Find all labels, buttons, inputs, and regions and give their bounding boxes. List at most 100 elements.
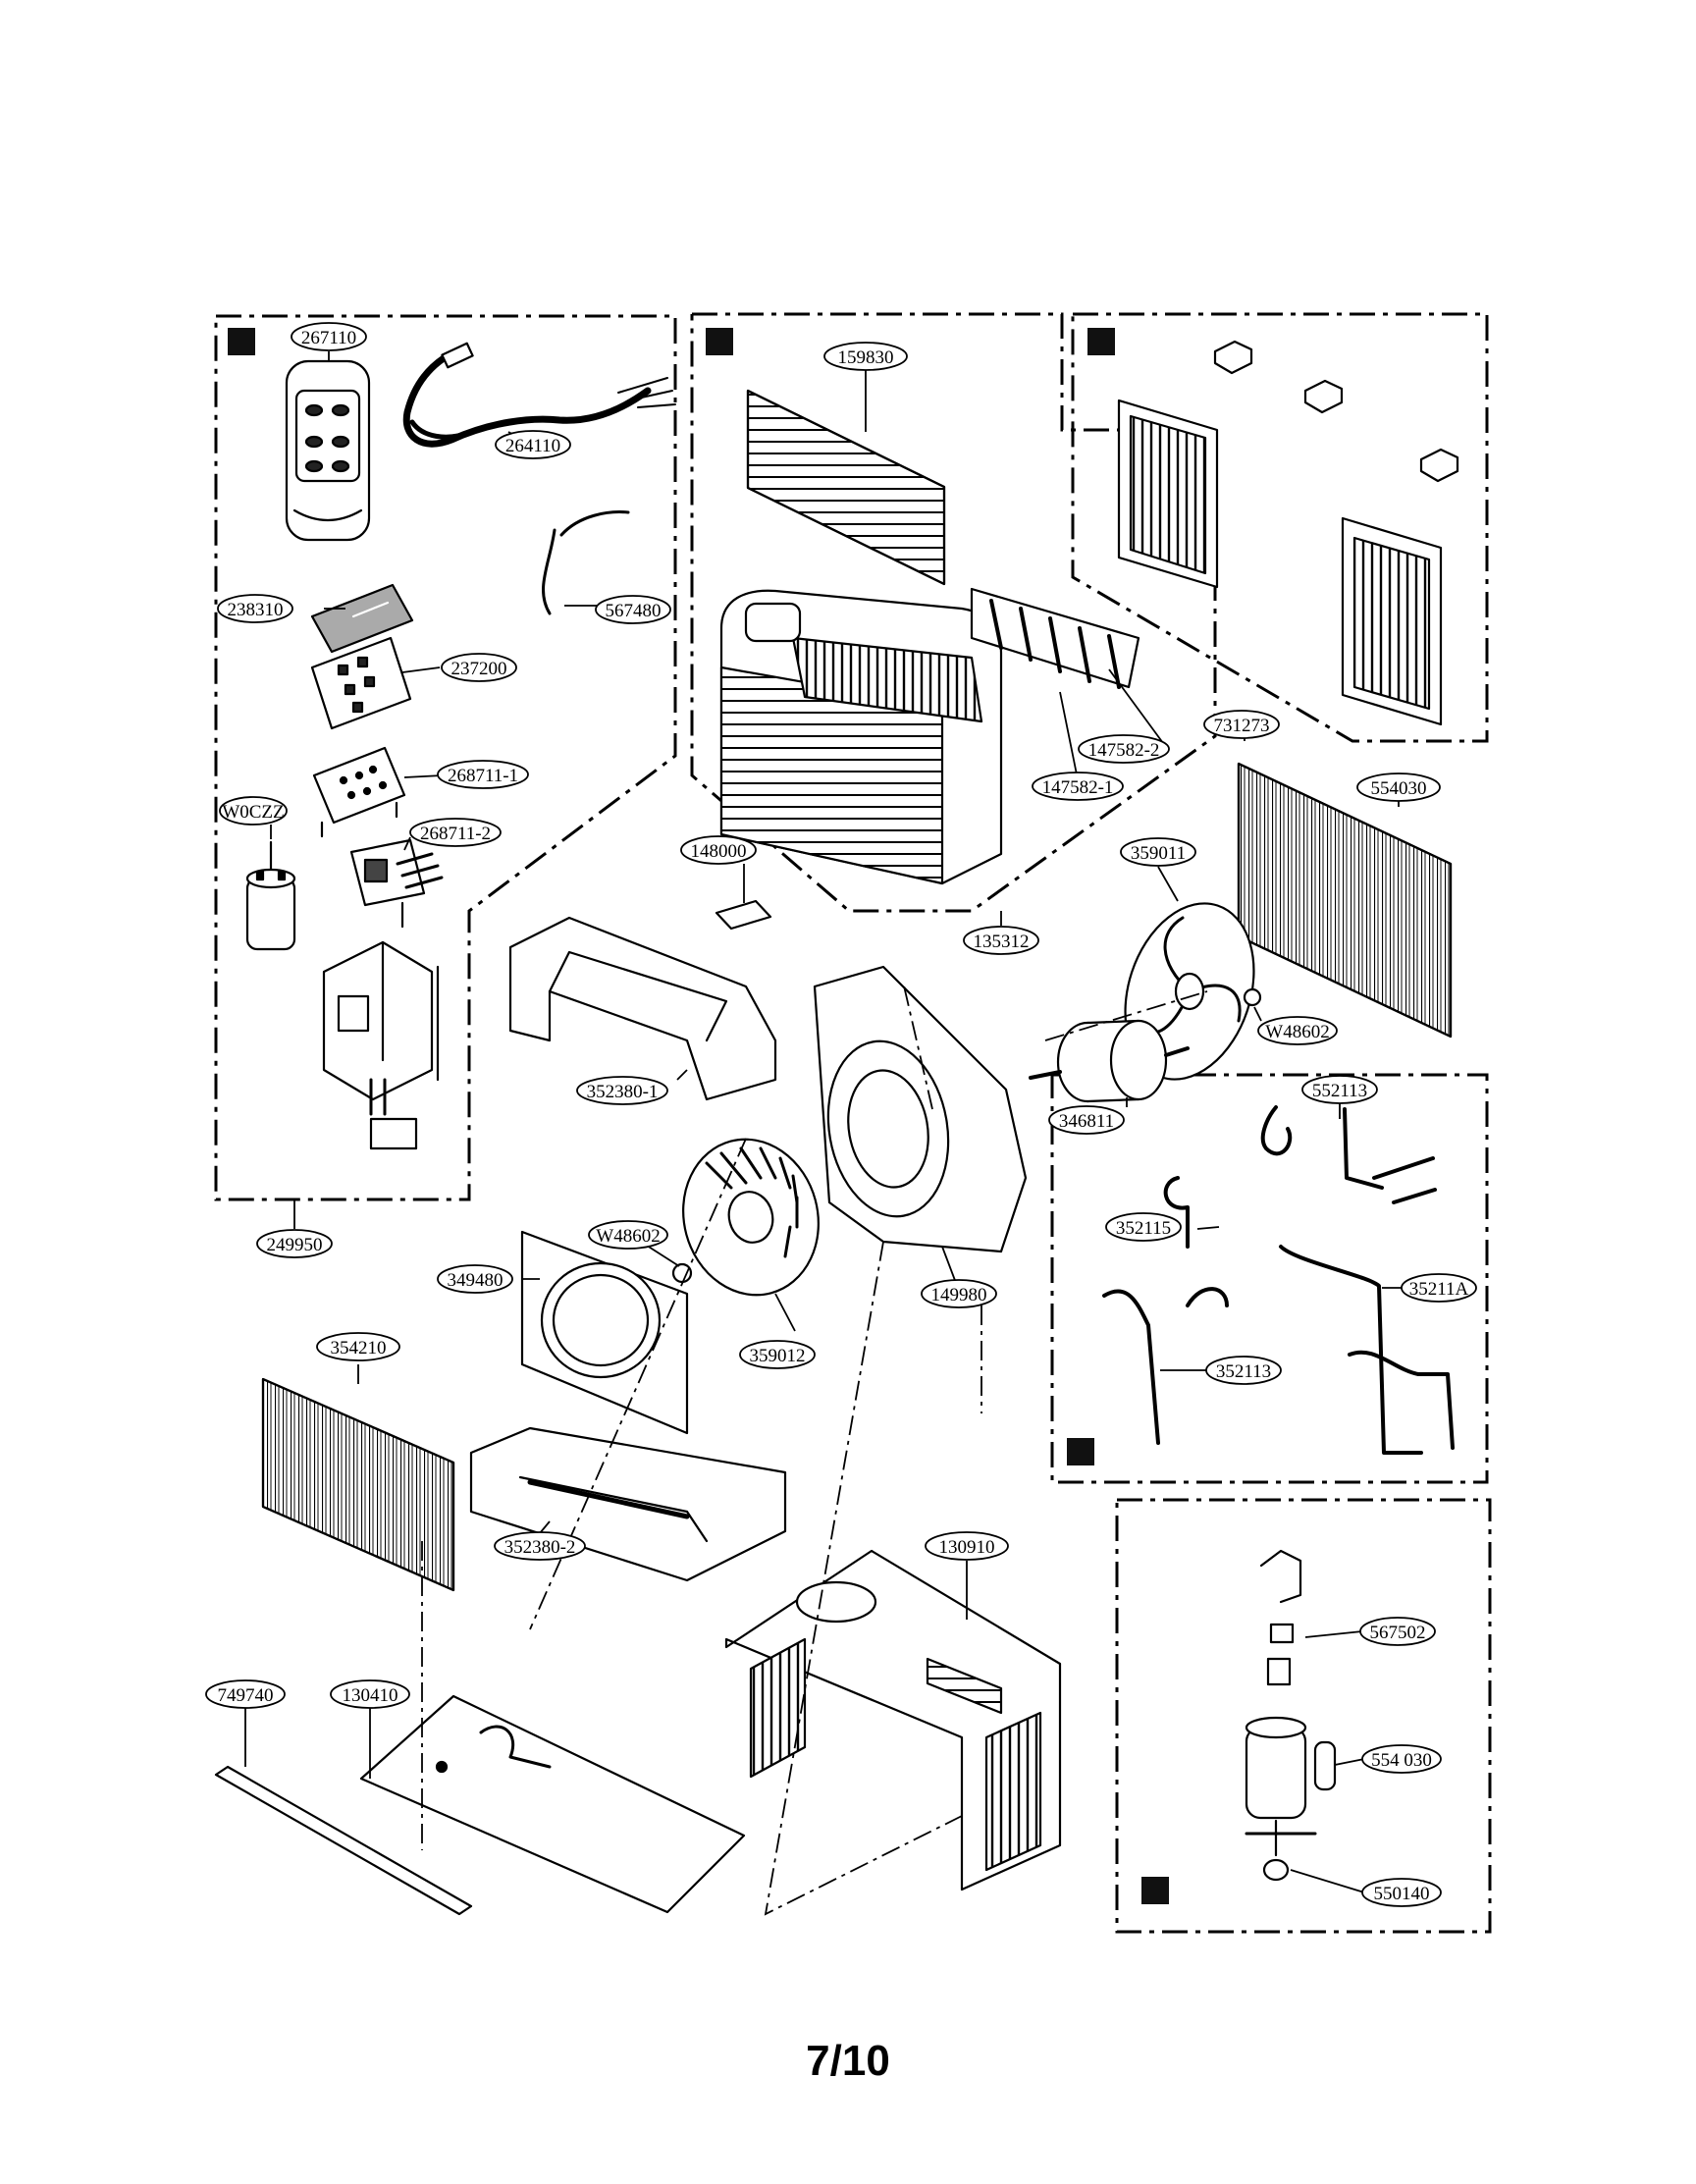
label-552113-a: 552113 [1312,1081,1367,1101]
label-354210: 354210 [331,1338,387,1358]
control-panel-bracket-icon [310,636,412,730]
callout-352115: 352115 [1105,1212,1182,1242]
label-130410: 130410 [343,1685,398,1706]
callout-159830: 159830 [823,342,908,371]
condenser-coil-icon [1237,762,1453,1039]
compressor-icon [1245,1549,1337,1882]
callout-W48602a: W48602 [1257,1016,1338,1045]
washer-icon [671,1262,693,1284]
callout-249950: 249950 [256,1229,333,1258]
label-352380-1: 352380-1 [587,1082,659,1102]
outer-cabinet-icon [724,1549,1062,1891]
callout-135312: 135312 [963,926,1039,955]
label-349480: 349480 [448,1270,504,1291]
callout-W0CZZ: W0CZZ [219,796,288,826]
page-number: 7/10 [806,2037,890,2085]
bracket-148000-icon [715,899,772,931]
section-cabinet-front [690,312,1217,913]
label-35211A: 35211A [1409,1279,1469,1300]
callout-359012: 359012 [739,1340,816,1369]
power-cord-icon [402,342,676,448]
wire-harness-icon [542,510,630,615]
control-box-icon [322,940,440,1150]
callout-352380-2: 352380-2 [494,1531,586,1561]
label-550140: 550140 [1374,1884,1430,1904]
label-264110: 264110 [505,436,560,456]
callout-148000: 148000 [680,835,757,865]
label-159830: 159830 [838,347,894,368]
air-guide-upper-icon [508,916,777,1101]
section-side-curtains [1071,312,1489,743]
label-149980: 149980 [931,1285,987,1305]
display-pcb-icon [312,746,406,838]
callout-554030a: 554030 [1356,772,1441,802]
fan-shroud-icon [813,965,1028,1253]
side-curtain-right-icon [1341,516,1443,726]
label-238310: 238310 [228,600,284,620]
label-554030-b: 554 030 [1371,1750,1432,1771]
callout-W48602b: W48602 [588,1220,668,1250]
callouts: 267110 264110 238310 567480 237200 26871… [205,322,1477,1907]
label-147582-1: 147582-1 [1042,777,1114,798]
label-359012: 359012 [750,1346,806,1366]
callout-352113: 352113 [1205,1356,1282,1385]
section-remote-controls [214,314,677,1201]
callout-567480: 567480 [595,595,671,624]
callout-130410: 130410 [330,1679,410,1709]
callout-731273: 731273 [1203,710,1280,739]
label-359011: 359011 [1131,843,1186,864]
label-135312: 135312 [974,932,1030,952]
label-352115: 352115 [1116,1218,1171,1239]
callout-567502: 567502 [1359,1617,1436,1646]
label-268711-2: 268711-2 [420,824,491,844]
callout-554030b: 554 030 [1361,1744,1442,1774]
section-marker-icon [706,328,733,355]
label-249950: 249950 [267,1235,323,1255]
callout-237200: 237200 [441,653,517,682]
label-352113: 352113 [1216,1361,1271,1382]
callout-749740: 749740 [205,1679,286,1709]
callout-268711-1: 268711-1 [437,760,529,789]
callout-149980: 149980 [921,1279,997,1308]
control-decal-icon [310,583,414,654]
mounting-bracket-icon [1213,340,1459,483]
filter-panel-icon [746,389,946,586]
section-marker-icon [1087,328,1115,355]
callout-352380-1: 352380-1 [576,1076,668,1105]
label-267110: 267110 [301,328,356,348]
weather-strip-icon [214,1765,473,1916]
callout-359011: 359011 [1120,837,1196,867]
label-147582-2: 147582-2 [1088,740,1160,761]
label-346811: 346811 [1059,1111,1114,1132]
callout-268711-2: 268711-2 [409,818,502,847]
label-749740: 749740 [218,1685,274,1706]
refrigerant-pipe-icon [1102,1105,1455,1455]
label-567480: 567480 [606,601,662,621]
front-cabinet-icon [719,589,1003,885]
label-W0CZZ: W0CZZ [222,802,284,823]
label-148000: 148000 [691,841,747,862]
section-marker-icon [1141,1877,1169,1904]
remote-control-icon [285,359,371,542]
label-268711-1: 268711-1 [448,766,518,786]
section-compressor [1115,1498,1492,1934]
louver-set-icon [970,587,1140,689]
label-W48602-b: W48602 [596,1226,660,1247]
label-554030-a: 554030 [1371,778,1427,799]
evaporator-coil-icon [261,1377,455,1592]
callout-147582-2: 147582-2 [1078,734,1170,764]
label-731273: 731273 [1214,716,1270,736]
callout-346811: 346811 [1048,1105,1125,1135]
blower-wheel-icon [682,1138,820,1297]
side-curtain-left-icon [1117,399,1219,589]
section-marker-icon [1067,1438,1094,1465]
callout-130910: 130910 [925,1531,1009,1561]
air-guide-lower-icon [469,1426,787,1582]
label-567502: 567502 [1370,1623,1426,1643]
label-352380-2: 352380-2 [504,1537,576,1558]
orifice-plate-icon [520,1230,689,1435]
callout-550140: 550140 [1361,1878,1442,1907]
label-W48602-a: W48602 [1265,1022,1329,1042]
callout-35211A: 35211A [1401,1273,1477,1303]
